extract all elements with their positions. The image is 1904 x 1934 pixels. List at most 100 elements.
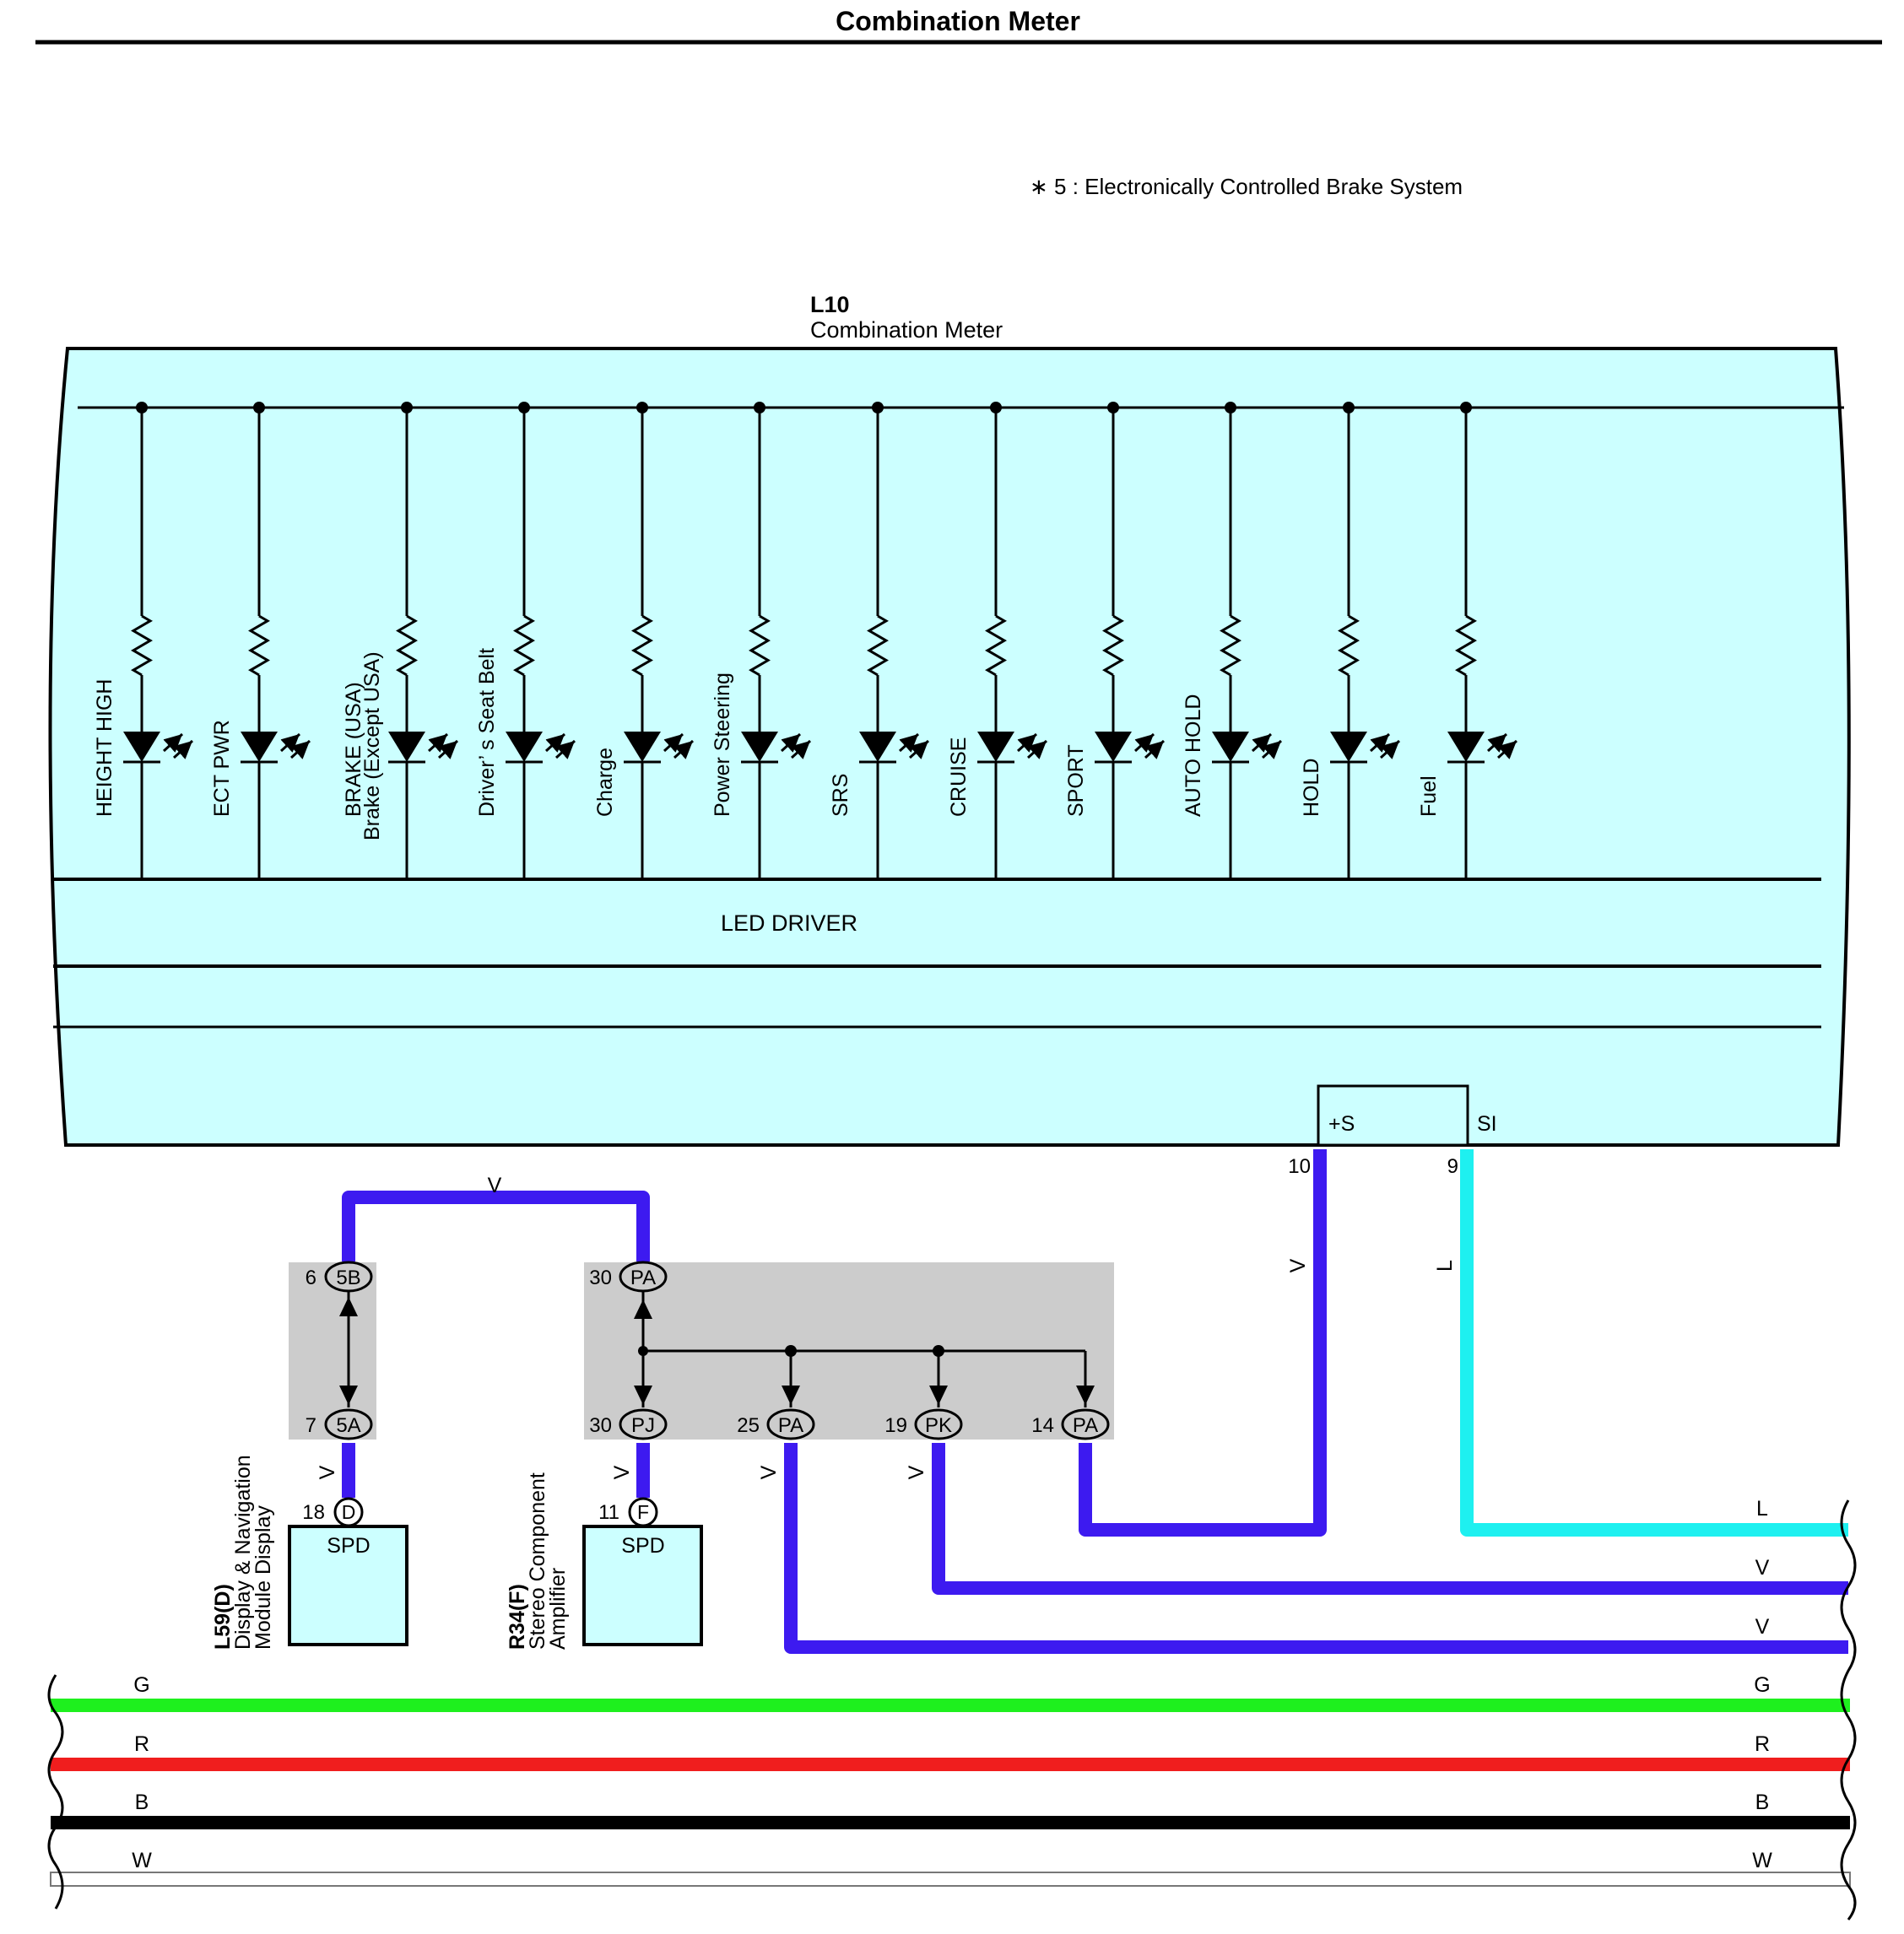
light-ray-icon	[437, 739, 459, 759]
indicator-3: BRAKE (USA)Brake (Except USA)	[342, 402, 459, 879]
led-diode-icon	[123, 732, 160, 762]
wire-label-si: L	[1433, 1260, 1457, 1272]
resistor-icon	[867, 614, 889, 677]
amplifier-label: R34(F) Stereo Component Amplifier	[506, 1472, 570, 1650]
light-ray-icon	[673, 739, 695, 759]
light-ray-icon	[1251, 732, 1273, 753]
wire-label-top-v: V	[488, 1174, 502, 1197]
terminal-si-label: SI	[1477, 1112, 1497, 1136]
light-ray-icon	[898, 732, 920, 753]
indicator-label: Power Steering	[711, 673, 734, 817]
connector-pa-25-pin: 25	[737, 1414, 760, 1437]
led-diode-icon	[1330, 732, 1367, 762]
amplifier-box	[582, 1525, 703, 1646]
wire-v-top	[342, 1191, 650, 1261]
wire-label-amp: V	[610, 1465, 634, 1479]
arrow-up-icon	[634, 1299, 652, 1319]
indicator-label: SPORT	[1064, 744, 1088, 817]
bus-label-w-left: W	[132, 1849, 152, 1872]
led-diode-icon	[741, 732, 778, 762]
light-ray-icon	[172, 739, 194, 759]
indicator-label: HOLD	[1300, 759, 1323, 817]
display-module-name-1: Display & Navigation	[231, 1455, 255, 1650]
wires	[342, 1149, 1848, 1654]
meter-name: Combination Meter	[810, 317, 1003, 343]
connector-pa-14-pin: 14	[1031, 1414, 1054, 1437]
light-ray-icon	[162, 732, 184, 753]
arrow-down-icon	[782, 1386, 800, 1405]
bus-line-b	[51, 1816, 1850, 1829]
resistor-icon	[1338, 614, 1360, 677]
connector-pk-pin: 19	[884, 1414, 907, 1437]
right-bus-label-v1: V	[1755, 1556, 1770, 1580]
connector-5a	[324, 1408, 373, 1440]
connector-pa-top-pin: 30	[589, 1267, 612, 1289]
display-module-spd: SPD	[327, 1534, 370, 1558]
pin-si: 9	[1447, 1155, 1458, 1178]
led-diode-icon	[506, 732, 543, 762]
page-title: Combination Meter	[836, 6, 1080, 36]
display-module-name-2: Module Display	[252, 1505, 275, 1650]
resistor-icon	[631, 614, 653, 677]
bus-line-w	[50, 1872, 1851, 1887]
led-diode-icon	[859, 732, 896, 762]
connector-5b-label: 5B	[336, 1267, 360, 1289]
connector-d-pin: 18	[302, 1501, 325, 1524]
indicator-label: HEIGHT HIGH	[93, 679, 116, 817]
junction-left-area	[289, 1262, 376, 1440]
connector-f-pin: 11	[598, 1501, 619, 1524]
connector-f-label: F	[637, 1501, 649, 1523]
led-diode-icon	[624, 732, 661, 762]
light-ray-icon	[1016, 732, 1038, 753]
connector-pj-label: PJ	[631, 1414, 655, 1437]
break-mark-left	[47, 1674, 64, 1910]
light-ray-icon	[554, 739, 576, 759]
arrow-down-icon	[634, 1386, 652, 1405]
light-ray-icon	[289, 739, 311, 759]
connector-pk	[914, 1408, 963, 1440]
light-ray-icon	[1133, 732, 1155, 753]
footnote: ∗ 5 : Electronically Controlled Brake Sy…	[1030, 174, 1463, 199]
splice-dot-25	[785, 1345, 797, 1357]
indicator-label: SRS	[829, 774, 852, 817]
connector-5a-label: 5A	[336, 1414, 360, 1437]
light-ray-icon	[1369, 732, 1391, 753]
display-module-label: L59(D) Display & Navigation Module Displ…	[211, 1455, 275, 1650]
light-ray-icon	[780, 732, 802, 753]
indicator-12: Fuel	[1417, 402, 1518, 879]
bus-label-b-left: B	[135, 1791, 149, 1814]
resistor-icon	[1455, 614, 1477, 677]
splice-dot-19	[933, 1345, 944, 1357]
light-ray-icon	[790, 739, 812, 759]
connector-5a-pin: 7	[306, 1414, 316, 1437]
connector-pa-14	[1061, 1408, 1110, 1440]
amplifier-spd: SPD	[621, 1534, 664, 1558]
indicator-label: Charge	[593, 748, 617, 817]
connector-pa-25-label: PA	[778, 1414, 803, 1437]
bus-line-g	[51, 1699, 1850, 1712]
meter-code: L10	[810, 292, 850, 317]
connector-pa-top-label: PA	[630, 1267, 656, 1289]
arrow-up-icon	[339, 1297, 358, 1316]
bus-label-g-left: G	[133, 1673, 149, 1697]
light-ray-icon	[279, 732, 301, 753]
bus-label-r-left: R	[134, 1732, 149, 1756]
led-diode-icon	[1095, 732, 1132, 762]
connector-pa-14-label: PA	[1073, 1414, 1098, 1437]
connector-pj-pin: 30	[589, 1414, 612, 1437]
right-bus-label-v2: V	[1755, 1615, 1770, 1639]
connector-d-label: D	[342, 1501, 356, 1523]
connector-pa-25	[766, 1408, 815, 1440]
indicator-7: SRS	[829, 402, 930, 879]
led-diode-icon	[1447, 732, 1485, 762]
indicator-4: Driver’ s Seat Belt	[475, 402, 576, 879]
bus-label-w-right: W	[1752, 1849, 1772, 1872]
indicator-9: SPORT	[1064, 402, 1166, 879]
wire-l-si	[1460, 1149, 1848, 1537]
led-diode-icon	[241, 732, 278, 762]
bus-label-g-right: G	[1754, 1673, 1770, 1697]
pin-plus: 10	[1288, 1155, 1311, 1178]
indicator-label: Driver’ s Seat Belt	[475, 648, 499, 817]
wire-v-pa25	[784, 1443, 1848, 1654]
arrow-down-icon	[929, 1386, 948, 1405]
